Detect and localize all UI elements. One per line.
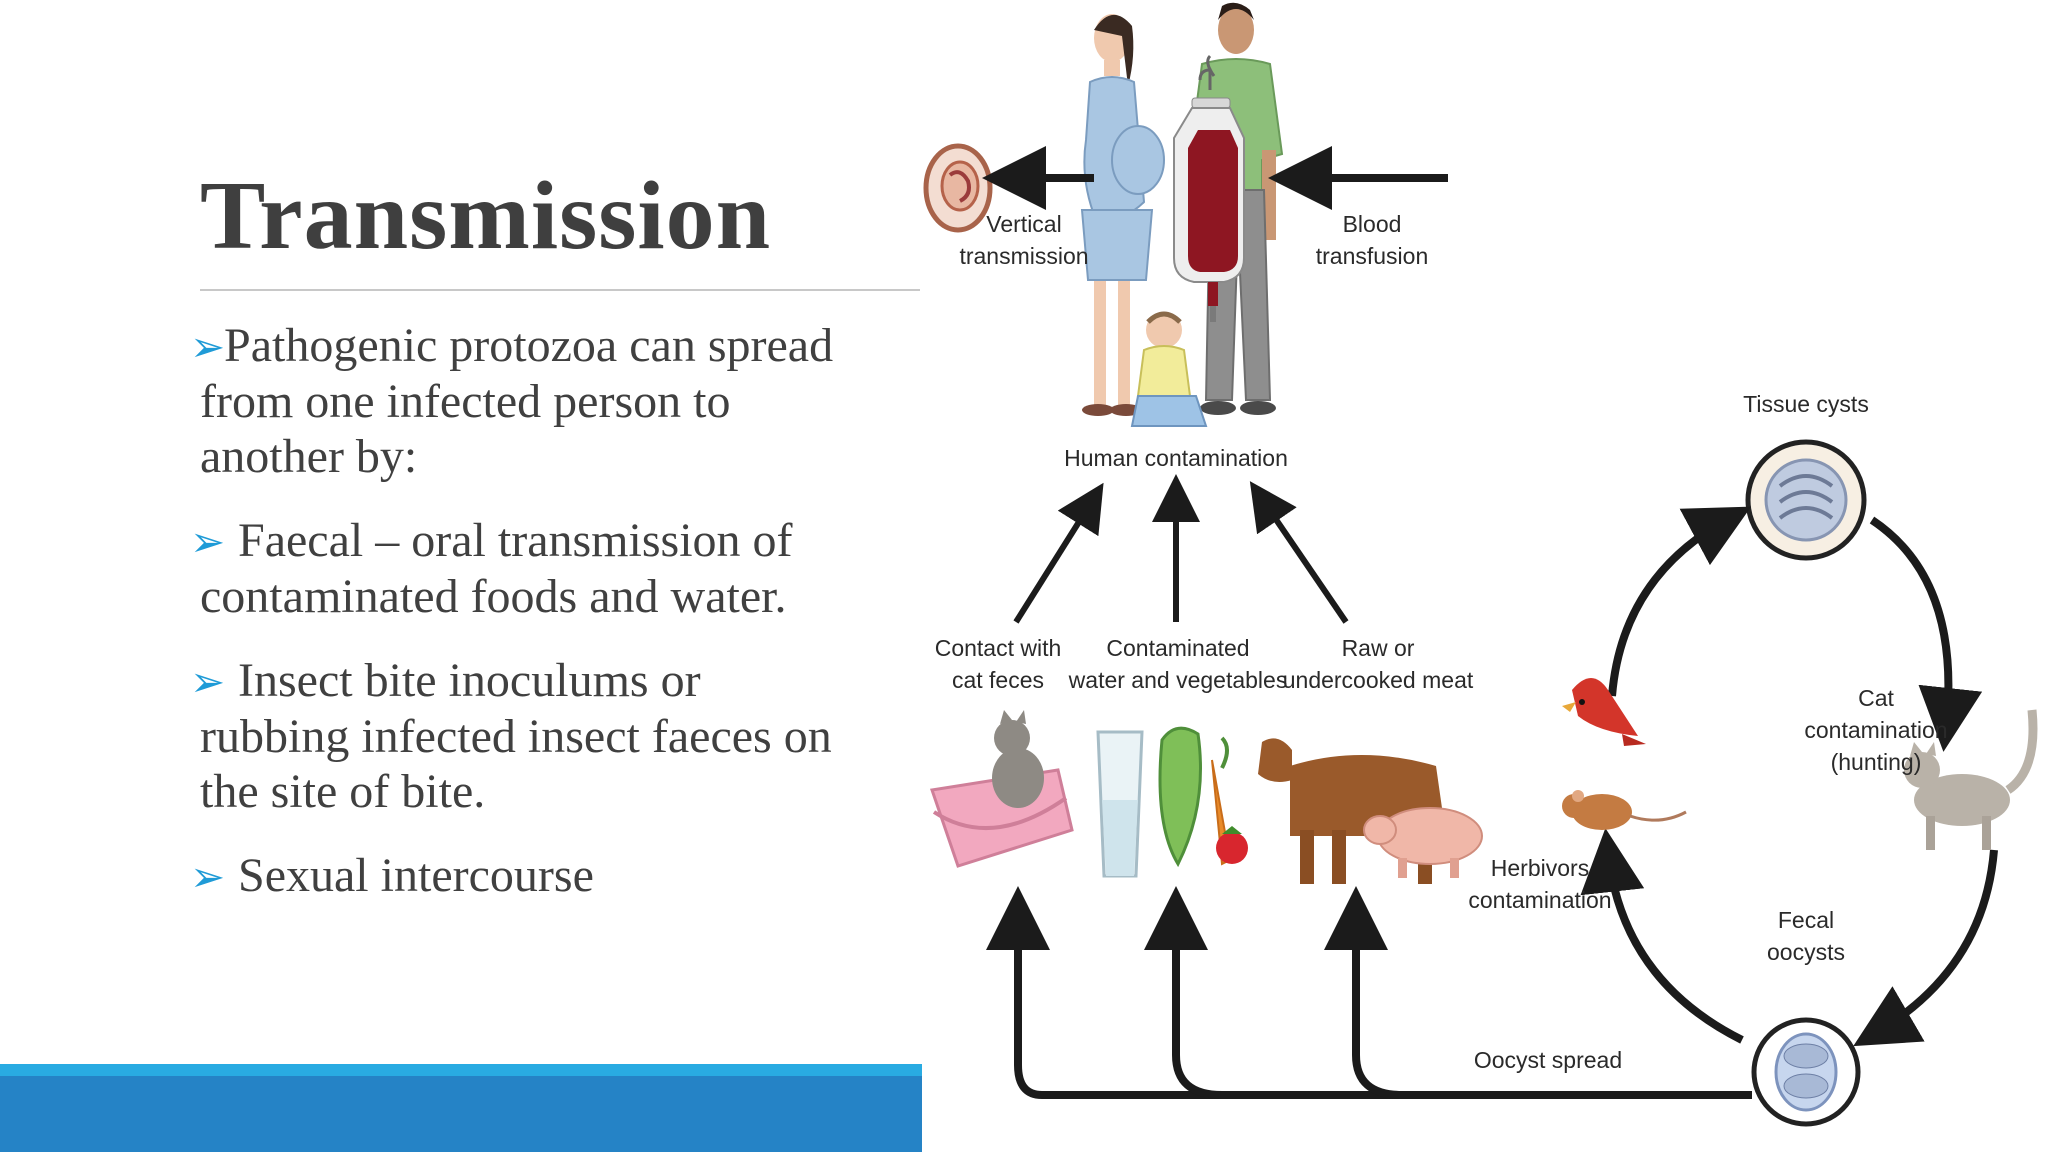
label-herbivors: contamination [1468, 887, 1611, 913]
arrow-to-oocysts [1853, 849, 1998, 1047]
bullet-line: Faecal – oral transmission of [238, 514, 793, 567]
label-water: water and vegetables [1068, 667, 1288, 693]
label-tissue: Tissue cysts [1743, 391, 1869, 417]
bullet-item: ➢Faecal – oral transmission of contamina… [190, 513, 910, 624]
arrow-bullet-icon: ➢ [190, 657, 226, 706]
bullet-item: ➢Insect bite inoculums or rubbing infect… [190, 653, 910, 819]
label-water: Contaminated [1106, 635, 1249, 661]
diagram-svg: Vertical transmission Blood transfusion … [923, 2, 2038, 1127]
pig-icon [1363, 807, 1483, 878]
arrow-to-tissue [1608, 506, 1752, 697]
transmission-diagram: Vertical transmission Blood transfusion … [922, 0, 2048, 1152]
label-blood: transfusion [1316, 243, 1429, 269]
label-meat: Raw or [1342, 635, 1415, 661]
vegetables-icon [1158, 726, 1248, 868]
label-herbivors: Herbivors [1491, 855, 1589, 881]
bullet-line: Sexual intercourse [238, 849, 594, 902]
label-blood: Blood [1343, 211, 1402, 237]
label-vertical: Vertical [986, 211, 1061, 237]
arrow-bullet-icon: ➢ [190, 517, 226, 566]
footer-band [0, 1076, 922, 1152]
arrow-meat [1249, 481, 1349, 624]
label-fecal: Fecal [1778, 907, 1834, 933]
label-cat: (hunting) [1831, 749, 1922, 775]
arrow-to-herbivors [1580, 828, 1744, 1044]
label-cat: contamination [1804, 717, 1947, 743]
tissue-cyst-icon [1745, 439, 1867, 561]
bullet-line: Pathogenic protozoa can spread [224, 319, 834, 372]
cat-icon [1904, 709, 2038, 850]
arrow-oocyst-water [1144, 886, 1223, 1099]
bullet-line: the site of bite. [200, 765, 486, 818]
water-glass-icon [1096, 730, 1144, 878]
label-oocyst-spread: Oocyst spread [1474, 1047, 1622, 1073]
label-fecal: oocysts [1767, 939, 1845, 965]
arrow-bullet-icon: ➢ [190, 852, 226, 901]
litter-box-icon [930, 710, 1074, 868]
cardinal-bird-icon [1562, 678, 1646, 746]
label-cat: Cat [1858, 685, 1894, 711]
label-vertical: transmission [959, 243, 1088, 269]
arrow-oocyst-contact [986, 886, 1752, 1099]
bullet-list: ➢Pathogenic protozoa can spread from one… [190, 318, 910, 933]
baby-icon [1130, 311, 1208, 427]
label-contact: Contact with [935, 635, 1062, 661]
title-divider [200, 289, 920, 291]
arrow-bullet-icon: ➢ [190, 322, 226, 371]
label-meat: undercooked meat [1283, 667, 1474, 693]
label-contact: cat feces [952, 667, 1044, 693]
mouse-icon [1562, 790, 1687, 830]
embryo-icon [923, 143, 993, 233]
arrow-to-cat [1869, 516, 1983, 752]
bullet-line: from one infected person to [200, 375, 731, 428]
bullet-item: ➢Sexual intercourse [190, 848, 910, 904]
bullet-line: contaminated foods and water. [200, 570, 787, 623]
pregnant-woman-icon [1080, 14, 1165, 416]
arrow-oocyst-meat [1324, 886, 1403, 1099]
bullet-line: rubbing infected insect faeces on [200, 710, 832, 763]
bullet-line: Insect bite inoculums or [238, 654, 701, 707]
footer-band-light [0, 1064, 922, 1076]
bullet-line: another by: [200, 430, 418, 483]
blood-bag-icon [1173, 54, 1245, 322]
arrow-contact [1013, 482, 1104, 624]
bullet-item: ➢Pathogenic protozoa can spread from one… [190, 318, 910, 484]
slide-title: Transmission [200, 162, 772, 270]
fecal-oocyst-icon [1751, 1017, 1861, 1127]
label-human: Human contamination [1064, 445, 1288, 471]
